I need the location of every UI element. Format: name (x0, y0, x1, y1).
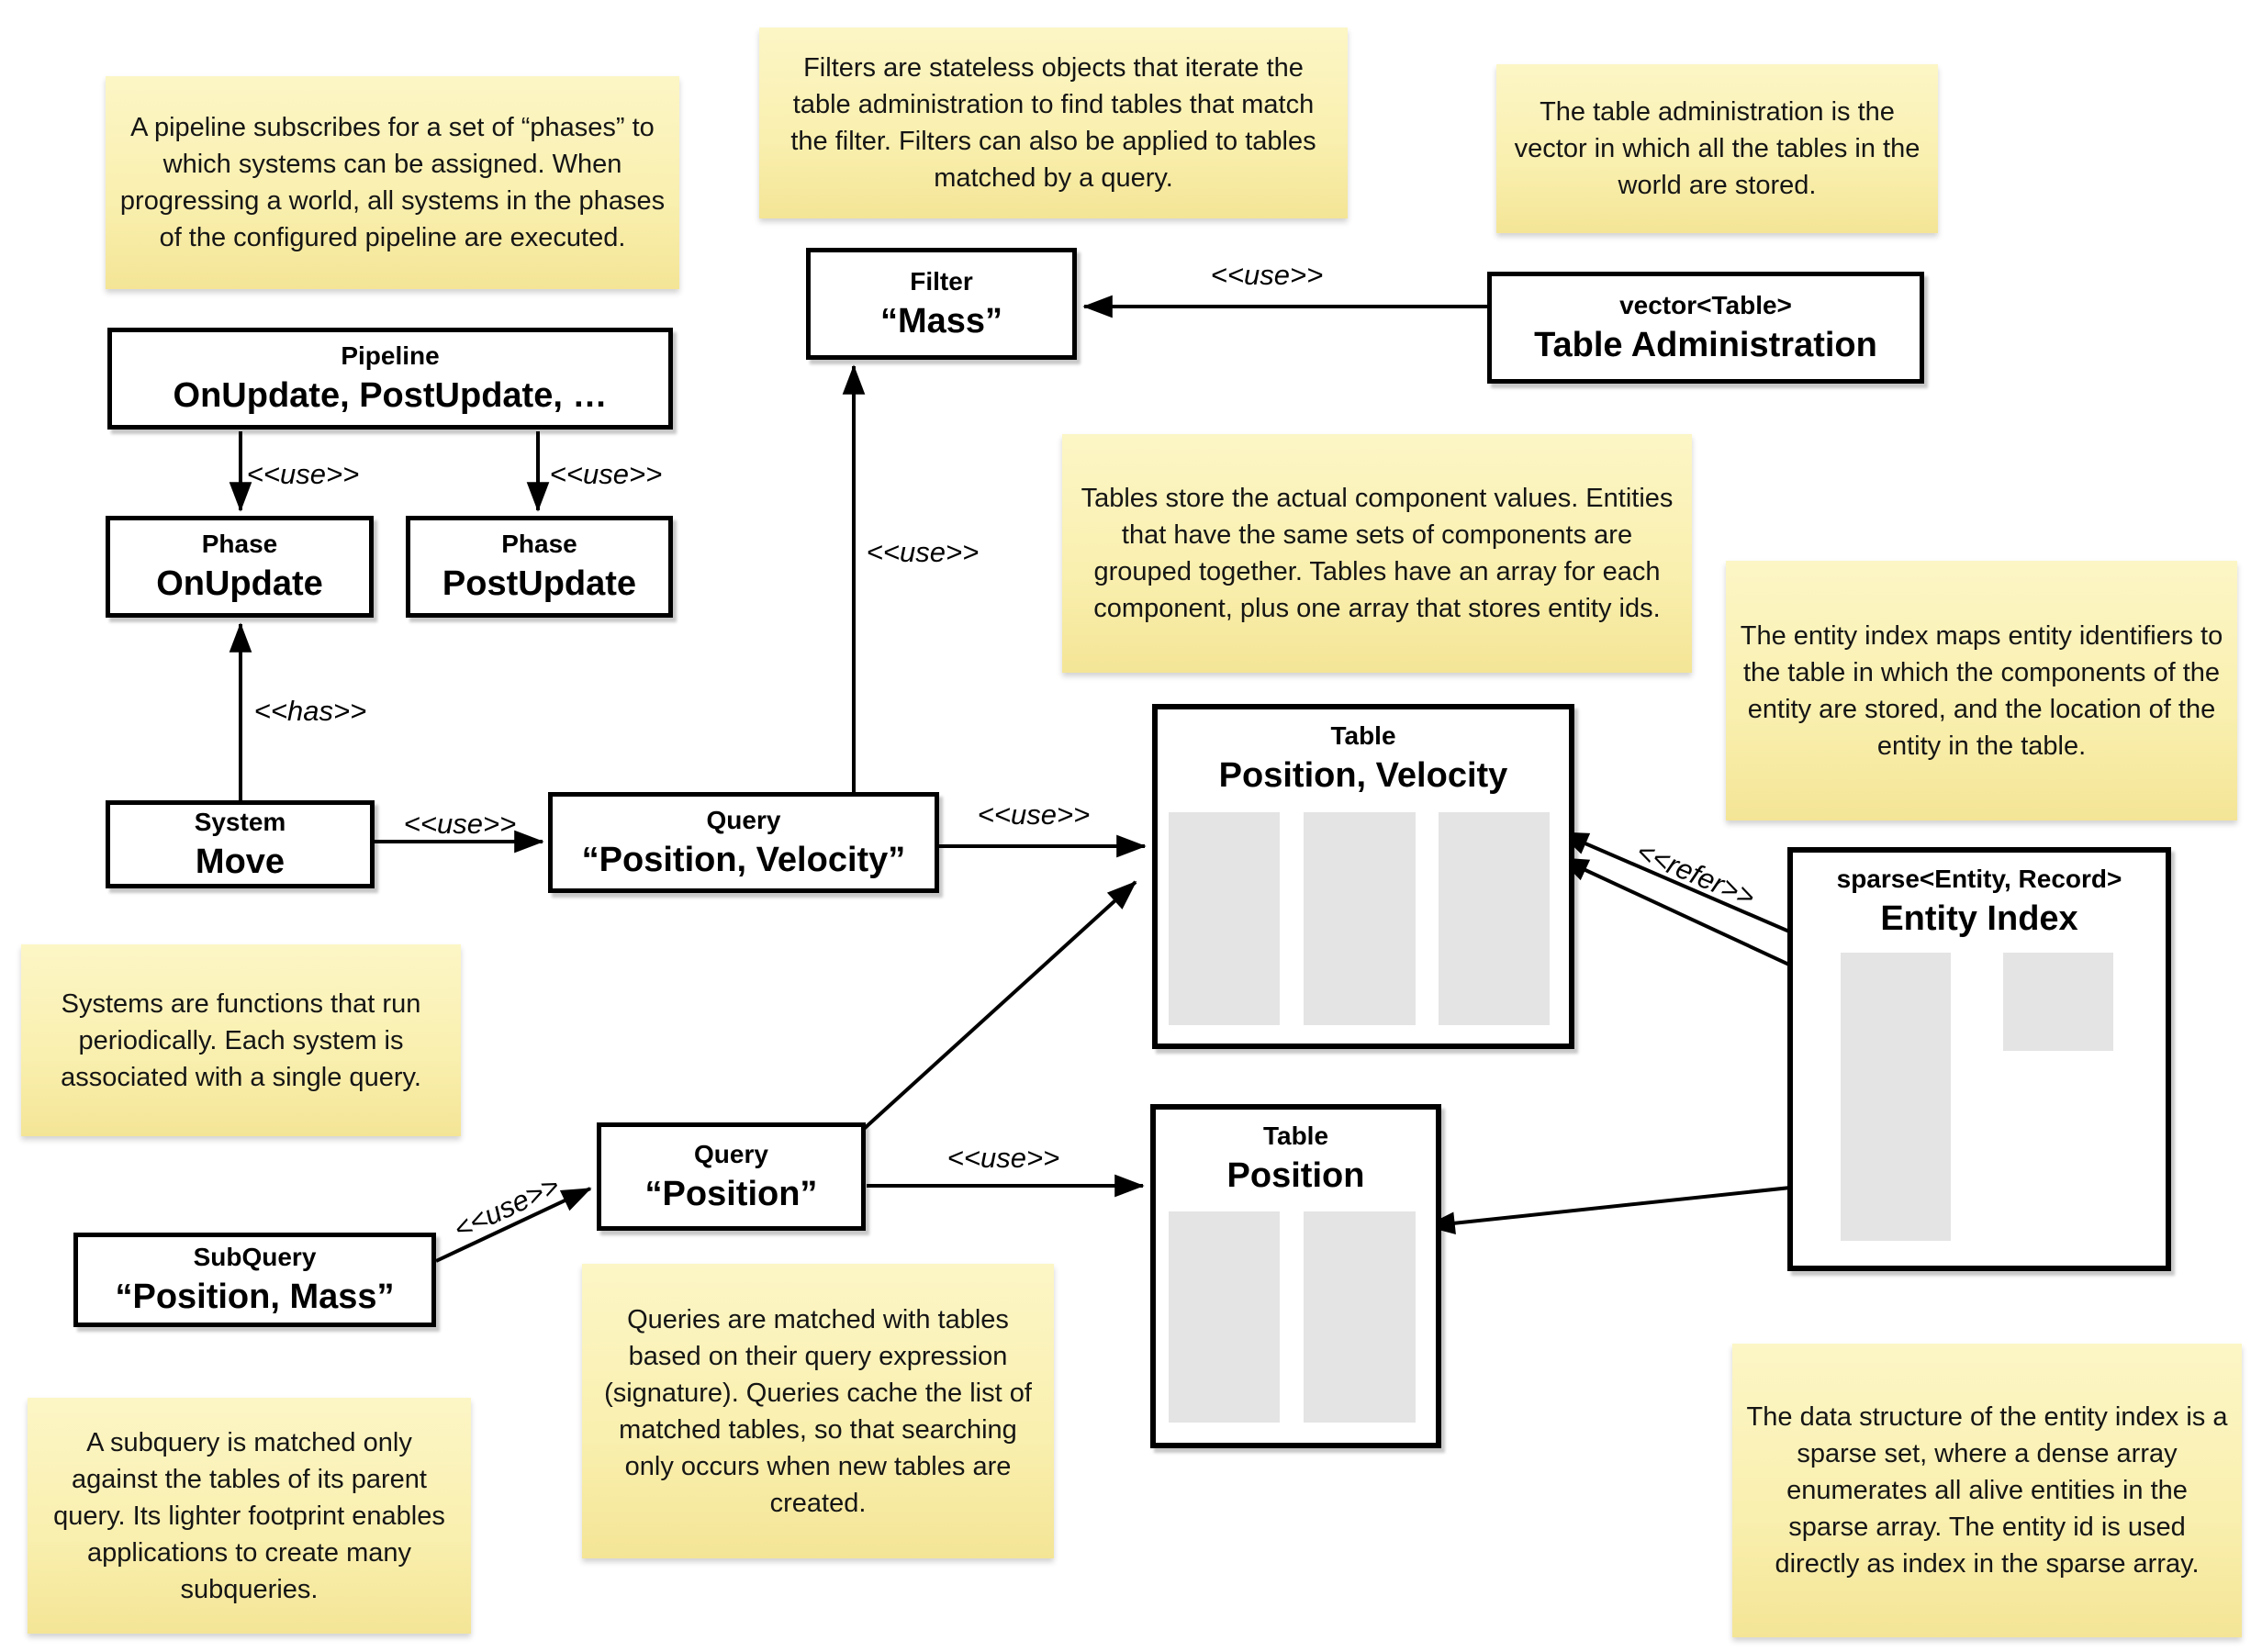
node-name-label: Move (195, 842, 286, 881)
edge-label-use: <<use>> (977, 798, 1091, 831)
note-subquery: A subquery is matched only against the t… (28, 1398, 471, 1634)
node-name-label: Position (1226, 1156, 1365, 1195)
node-type-label: Query (694, 1139, 768, 1168)
edge-label-use: <<use>> (246, 458, 360, 490)
edge-label-has: <<has>> (253, 695, 367, 727)
node-type-label: vector<Table> (1619, 290, 1792, 319)
note-text: A subquery is matched only against the t… (53, 1427, 445, 1604)
note-text: The entity index maps entity identifiers… (1740, 620, 2223, 761)
node-name-label: PostUpdate (442, 564, 637, 603)
note-text: Filters are stateless objects that itera… (790, 53, 1316, 193)
component-array (1439, 812, 1550, 1025)
node-table-administration: vector<Table> Table Administration (1487, 272, 1924, 384)
note-filters: Filters are stateless objects that itera… (759, 28, 1348, 218)
component-array (1169, 1211, 1280, 1423)
node-type-label: sparse<Entity, Record> (1836, 865, 2122, 893)
dense-array (2003, 953, 2113, 1051)
node-type-label: Query (706, 805, 781, 834)
node-name-label: OnUpdate (156, 564, 323, 603)
note-pipeline: A pipeline subscribes for a set of “phas… (106, 76, 679, 289)
node-name-label: “Mass” (879, 301, 1003, 340)
component-array (1304, 1211, 1416, 1423)
component-array (1169, 812, 1280, 1025)
note-text: The data structure of the entity index i… (1746, 1402, 2228, 1579)
note-sparse-set: The data structure of the entity index i… (1732, 1344, 2242, 1637)
node-name-label: Table Administration (1534, 325, 1877, 364)
node-name-label: OnUpdate, PostUpdate, … (173, 376, 608, 415)
connector-queryp-tablepv (862, 880, 1137, 1131)
note-queries: Queries are matched with tables based on… (582, 1264, 1054, 1558)
node-type-label: Table (1330, 721, 1396, 750)
note-text: Tables store the actual component values… (1081, 484, 1674, 623)
node-type-label: Filter (910, 266, 973, 296)
node-name-label: “Position” (644, 1174, 818, 1213)
edge-label-refer: <<refer>> (1631, 834, 1760, 914)
node-subquery: SubQuery “Position, Mass” (73, 1233, 436, 1327)
edge-label-use: <<use>> (448, 1168, 565, 1246)
node-type-label: Phase (201, 530, 278, 558)
node-type-label: SubQuery (193, 1243, 317, 1271)
node-type-label: Pipeline (341, 341, 440, 370)
note-tables: Tables store the actual component values… (1062, 434, 1692, 673)
node-query-position-velocity: Query “Position, Velocity” (548, 792, 939, 893)
note-systems: Systems are functions that run periodica… (21, 944, 461, 1136)
edge-label-use: <<use>> (1210, 259, 1324, 291)
note-text: Queries are matched with tables based on… (604, 1304, 1032, 1518)
note-text: A pipeline subscribes for a set of “phas… (119, 113, 666, 252)
edge-label-use: <<use>> (549, 458, 663, 490)
edge-label-use: <<use>> (866, 536, 980, 568)
node-system-move: System Move (106, 800, 375, 888)
node-type-label: Phase (501, 530, 577, 558)
edge-label-use: <<use>> (946, 1142, 1060, 1174)
edge-label-use: <<use>> (403, 808, 517, 840)
note-table-administration: The table administration is the vector i… (1496, 64, 1938, 233)
connector-entityindex-tablep (1425, 1180, 1843, 1235)
node-type-label: Table (1262, 1122, 1329, 1150)
node-filter: Filter “Mass” (806, 248, 1077, 360)
node-name-label: “Position, Velocity” (581, 840, 906, 879)
node-name-label: Position, Velocity (1218, 756, 1508, 795)
node-phase-postupdate: Phase PostUpdate (406, 516, 673, 618)
note-text: The table administration is the vector i… (1514, 97, 1920, 200)
note-entity-index: The entity index maps entity identifiers… (1726, 561, 2237, 820)
node-name-label: “Position, Mass” (115, 1278, 395, 1316)
node-pipeline: Pipeline OnUpdate, PostUpdate, … (107, 328, 673, 430)
node-phase-onupdate: Phase OnUpdate (106, 516, 374, 618)
component-array (1304, 812, 1416, 1025)
node-type-label: System (194, 807, 286, 836)
note-text: Systems are functions that run periodica… (61, 988, 421, 1092)
sparse-array (1841, 953, 1951, 1241)
node-query-position: Query “Position” (597, 1122, 866, 1231)
node-name-label: Entity Index (1880, 899, 2078, 938)
